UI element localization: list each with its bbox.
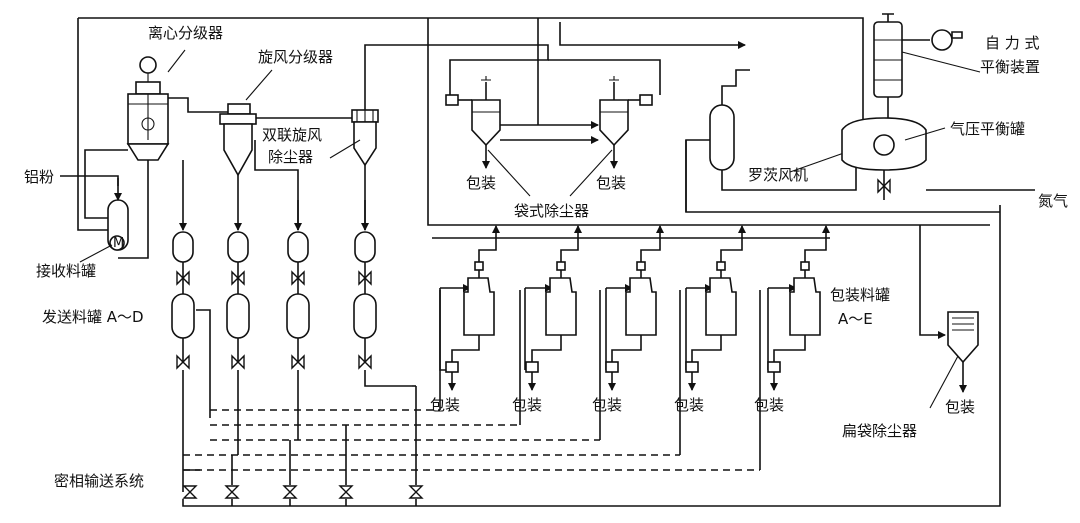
- send-tanks-label: 发送料罐 A～D: [42, 308, 144, 326]
- packing-tanks: [427, 18, 990, 470]
- packing-tanks-label-2: A～E: [838, 310, 873, 328]
- packing-label-5: 包装: [592, 396, 622, 414]
- dense-phase-lines: [182, 205, 1001, 507]
- roots-blower-label: 罗茨风机: [748, 166, 808, 184]
- packing-label-6: 包装: [674, 396, 704, 414]
- cyclone-classifier: [219, 69, 355, 230]
- twin-cyclone-label-1: 双联旋风: [262, 126, 322, 144]
- packing-label-8: 包装: [945, 398, 975, 416]
- packing-label-2: 包装: [596, 174, 626, 192]
- cyclone-classifier-label: 旋风分级器: [258, 48, 333, 66]
- packing-label-3: 包装: [430, 396, 460, 414]
- flat-bag-filter-label: 扁袋除尘器: [842, 422, 917, 440]
- labels: 离心分级器 旋风分级器 双联旋风 除尘器 铝粉 接收料罐 发送料罐 A～D 密相…: [24, 24, 1068, 490]
- nitrogen-label: 氮气: [1038, 192, 1068, 210]
- aluminum-powder-label: 铝粉: [24, 168, 54, 186]
- receiving-tank: M: [60, 175, 129, 263]
- flat-bag-filter: [919, 225, 979, 409]
- twin-cyclone-label-2: 除尘器: [268, 148, 313, 166]
- packing-label-4: 包装: [512, 396, 542, 414]
- packing-tanks-label-1: 包装料罐: [830, 286, 890, 304]
- centrifugal-classifier-label: 离心分级器: [148, 24, 223, 42]
- self-balance-label-2: 平衡装置: [980, 58, 1040, 76]
- top-gas-line: [77, 17, 864, 231]
- twin-cyclone-dust-collector: [329, 44, 428, 230]
- blower-section: [559, 13, 1035, 213]
- packing-label-7: 包装: [754, 396, 784, 414]
- bag-filters: [428, 18, 661, 197]
- pressure-balance-label: 气压平衡罐: [950, 120, 1025, 138]
- packing-label-1: 包装: [466, 174, 496, 192]
- motor-icon: M: [113, 236, 124, 251]
- self-balance-label-1: 自 力 式: [985, 34, 1040, 52]
- bag-filter-label: 袋式除尘器: [514, 202, 589, 220]
- centrifugal-classifier: [84, 49, 233, 259]
- send-tanks: [171, 160, 423, 499]
- dense-phase-label: 密相输送系统: [54, 472, 144, 490]
- receiving-tank-label: 接收料罐: [36, 262, 96, 280]
